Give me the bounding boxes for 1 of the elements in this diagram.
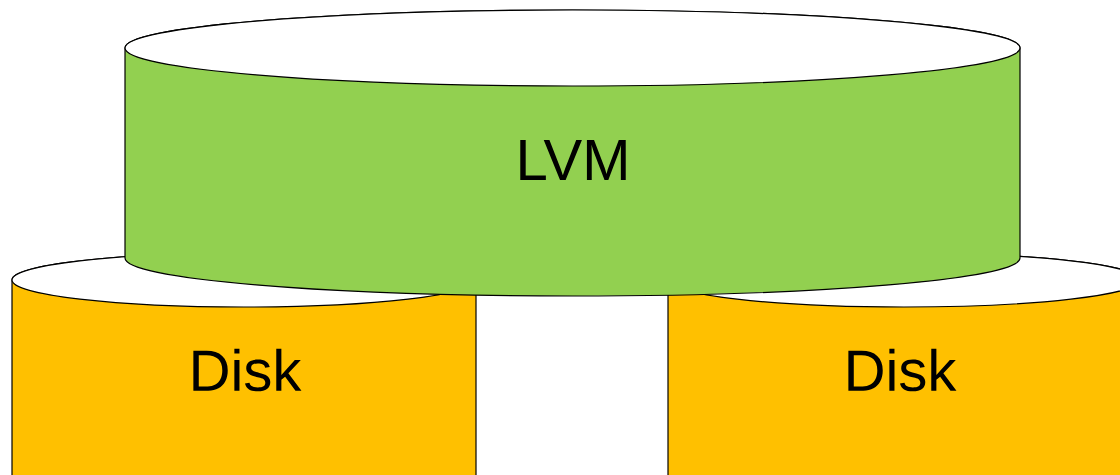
cylinder: LVM [124,9,1021,297]
